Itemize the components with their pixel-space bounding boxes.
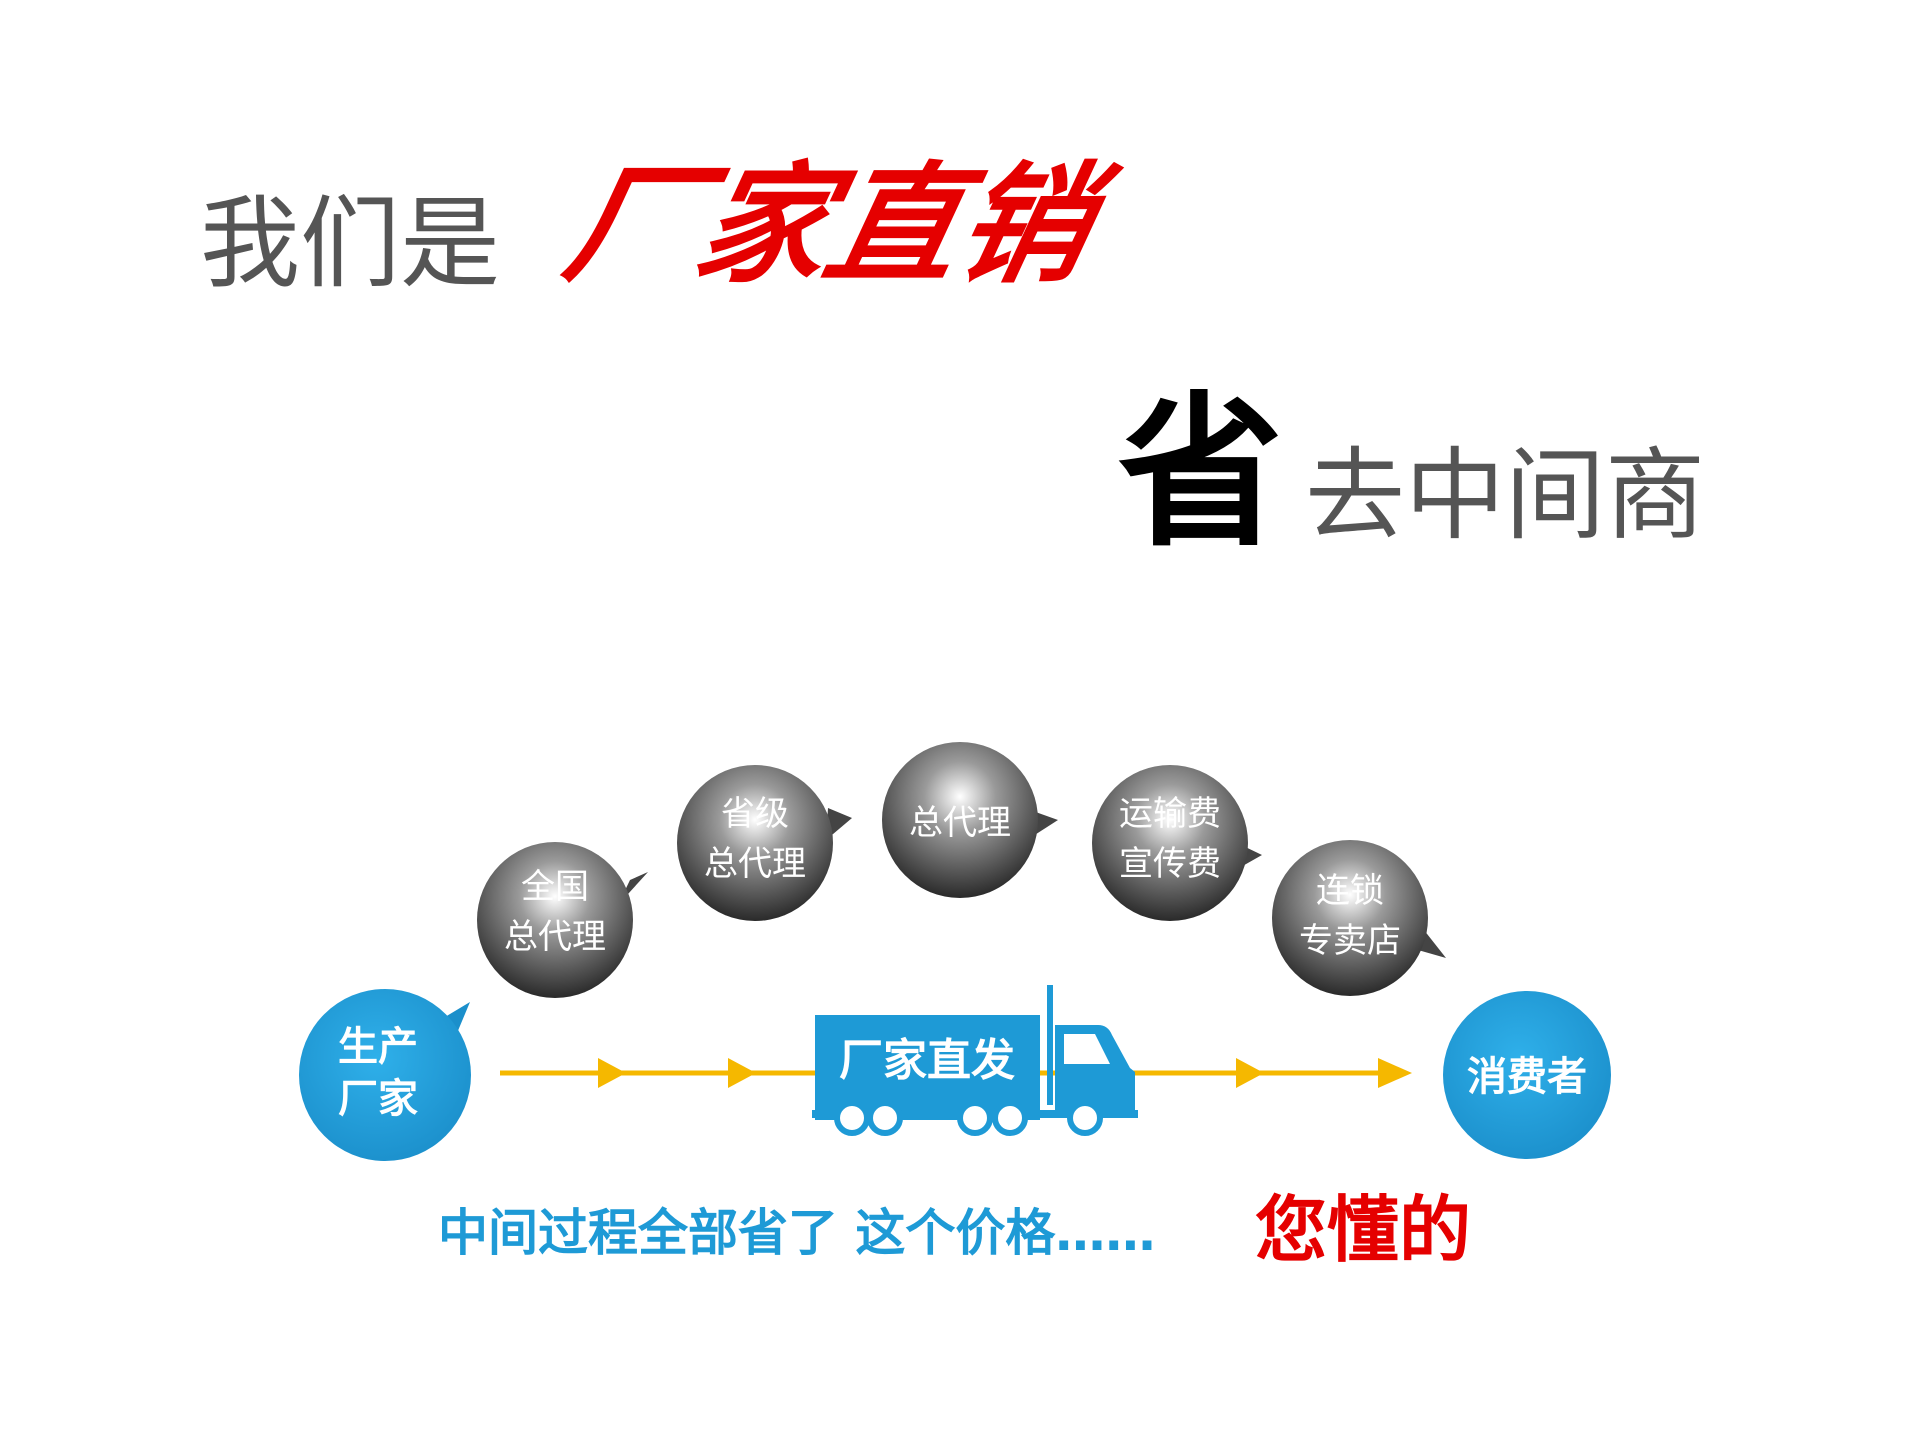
caption-blue-text: 中间过程全部省了 这个价格…… <box>438 1204 1155 1262</box>
headline-highlight: 厂家直销 <box>553 150 1128 301</box>
middleman-bubble-shipping-advertising: 运输费 宣传费 <box>1092 765 1262 921</box>
svg-text:运输费: 运输费 <box>1119 794 1221 834</box>
svg-text:厂家: 厂家 <box>338 1076 418 1122</box>
svg-text:宣传费: 宣传费 <box>1119 844 1221 884</box>
svg-text:总代理: 总代理 <box>909 803 1011 843</box>
save-rest-text: 去中间商 <box>1305 437 1705 554</box>
svg-text:全国: 全国 <box>521 867 589 907</box>
svg-text:专卖店: 专卖店 <box>1299 921 1401 961</box>
svg-text:连锁: 连锁 <box>1316 871 1384 911</box>
middleman-bubble-general-agent: 总代理 <box>882 742 1058 898</box>
middleman-bubble-national-agent: 全国 总代理 <box>477 842 648 998</box>
svg-text:生产: 生产 <box>338 1024 418 1070</box>
caption-red-text: 您懂的 <box>1255 1188 1471 1272</box>
consumer-bubble: 消费者 <box>1443 991 1611 1159</box>
svg-text:省级: 省级 <box>721 794 789 834</box>
headline-prefix: 我们是 <box>200 185 500 302</box>
svg-text:总代理: 总代理 <box>504 917 606 957</box>
save-big-char: 省 <box>1118 377 1283 569</box>
producer-bubble: 生产 厂家 <box>299 989 471 1161</box>
middleman-bubble-chain-store: 连锁 专卖店 <box>1272 840 1446 996</box>
middleman-bubble-provincial-agent: 省级 总代理 <box>677 765 852 921</box>
truck-icon: 厂家直发 <box>812 985 1138 1136</box>
truck-label: 厂家直发 <box>839 1035 1015 1086</box>
svg-text:消费者: 消费者 <box>1467 1054 1587 1100</box>
svg-text:总代理: 总代理 <box>704 844 806 884</box>
